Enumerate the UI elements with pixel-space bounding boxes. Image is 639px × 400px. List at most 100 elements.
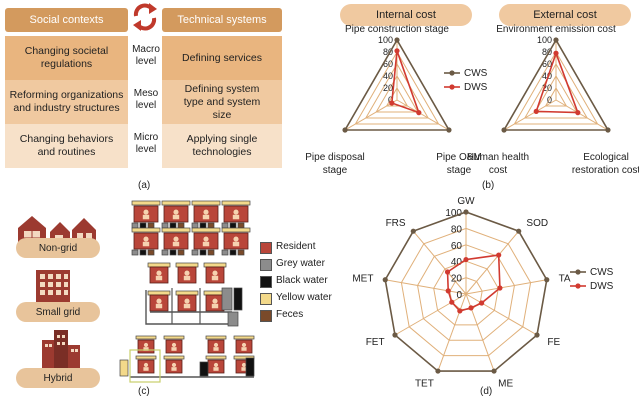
person-icon [241,342,247,348]
dws-series-point [468,305,474,311]
grey-water-tank [221,249,229,256]
grid-ring [433,260,499,326]
black-water-tank [139,249,147,256]
feces-tank [237,249,245,256]
yellow-water-tank [191,227,221,233]
axis-label: FE [547,337,560,348]
cell-left-meso: Reforming organizations and industry str… [5,80,128,124]
axis-spoke [437,293,467,372]
panel-c-label: (c) [138,386,150,397]
person-icon [155,275,163,281]
grid-ring [544,86,568,107]
tick-label: 20 [451,274,463,285]
yellow-water-tank [175,290,199,296]
tick-label: 80 [542,47,552,57]
tick-label: 40 [542,71,552,81]
tick-label: 0 [388,95,393,105]
yellow-water-tank [147,290,171,296]
dws-series-point [449,299,455,305]
yellow-water-tank [175,262,199,268]
yellow-water-tank [161,227,191,233]
axis-label: TA [559,274,571,285]
cws-series-point [534,332,540,338]
dws-series-point [463,256,469,263]
cws-series-point [435,368,441,374]
person-icon [213,362,219,368]
axis-label: GW [457,196,475,207]
axis-label: Ecological [583,152,629,163]
axis-label: ME [498,378,513,389]
yellow-water-tank [135,335,157,340]
yellow-water-tank [233,335,255,340]
hybrid-network [119,335,255,383]
yellow-water-tank [161,200,191,206]
tick-label: 80 [451,224,463,235]
person-icon [211,303,219,309]
person-icon [184,270,190,276]
tick-label: 20 [383,83,393,93]
person-icon [172,214,180,220]
person-icon [211,275,219,281]
panel-c-illustration [18,200,255,383]
cws-series-point [605,127,611,133]
tick-label: 100 [378,35,393,45]
pipe [145,290,236,325]
axis-spoke [396,99,450,131]
panel-d-radar: 100806040200GWSODTAFEMETETFETMETFRSCWSDW… [352,196,613,389]
dws-series-point [479,300,485,306]
person-icon [212,270,218,276]
person-icon [173,236,179,242]
person-icon [241,367,247,371]
legend-swatch-grey-water [260,259,272,271]
apartment-building-icon [36,270,70,304]
axis-label: restoration cost [572,165,639,176]
axis-label: Pipe construction stage [345,24,449,35]
axis-label: MET [352,274,373,285]
black-water-tank [229,249,237,256]
legend-swatch-feces [260,310,272,322]
dws-series-line [446,254,501,312]
tick-label: 0 [456,290,462,301]
axis-spoke [465,293,538,336]
feces-tank [177,222,185,229]
axis-label: cost [489,165,508,176]
yellow-water-tank [233,355,255,360]
axis-spoke [503,99,557,131]
person-icon [143,342,149,348]
axis-label: Environment emission cost [496,24,616,35]
black-water-tank [233,287,243,311]
axis-label: Pipe disposal [305,152,364,163]
cws-series-point [553,37,559,43]
grid-ring [400,227,532,357]
black-water-tank [169,222,177,229]
panel-b-label: (b) [482,180,495,191]
yellow-water-tank [119,359,129,377]
legend-dws-marker [575,283,581,289]
feces-tank [237,222,245,229]
black-water-tank [199,249,207,256]
legend-yellow-water: Yellow water [276,292,332,303]
dws-series-line [535,50,579,114]
dws-series-point [575,110,581,116]
person-icon [171,347,177,351]
person-icon [183,303,191,309]
axis-label: Pipe O&M [436,152,482,163]
axis-label: TET [415,378,434,389]
dws-series-point [533,108,539,114]
person-icon [232,214,240,220]
axis-spoke [465,279,547,295]
grey-water-tank [191,249,199,256]
tag-non-grid: Non-grid [16,238,100,258]
yellow-water-tank [203,262,227,268]
dws-series-line [390,50,421,114]
dws-series-point [553,50,559,56]
cell-left-micro: Changing behaviors and routines [5,124,128,168]
legend-feces: Feces [276,309,304,320]
tick-label: 100 [445,208,462,219]
person-icon [155,303,163,309]
cell-left-macro: Changing societal regulations [5,36,128,80]
person-icon [143,367,149,371]
tick-label: 60 [383,59,393,69]
header-social-contexts: Social contexts [5,8,128,32]
